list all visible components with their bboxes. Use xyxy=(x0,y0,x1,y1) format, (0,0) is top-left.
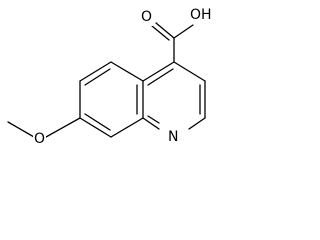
bond-n1-c8a-double xyxy=(147,115,160,124)
carbonyl-oxygen-label-mask xyxy=(140,8,153,26)
hydroxyl-label: OH xyxy=(190,7,212,23)
carboxyl-group xyxy=(151,22,194,63)
methoxy-oxygen-label: O xyxy=(34,131,45,147)
bond-carboxyl-oh xyxy=(173,24,194,39)
hydroxyl-label-mask xyxy=(190,6,214,24)
ring-nitrogen-label-mask xyxy=(167,128,181,146)
bond-carbonyl-outer xyxy=(155,22,175,39)
pyridine-ring xyxy=(142,61,206,130)
bond-c4-c3 xyxy=(173,61,206,82)
benzene-ring xyxy=(79,61,144,138)
methoxy-group xyxy=(7,117,81,138)
ring-nitrogen-label: N xyxy=(168,129,178,145)
bond-c4a-c4 xyxy=(142,61,175,82)
bond-c5-c6 xyxy=(79,61,112,82)
atom-labels: OH O O N xyxy=(33,6,214,148)
bond-c7-methoxy-oxygen xyxy=(45,117,81,138)
methoxy-oxygen-label-mask xyxy=(33,130,46,148)
bond-c4a-c5 xyxy=(110,61,144,82)
bond-carbonyl-inner xyxy=(151,25,170,41)
bond-n1-c8a xyxy=(142,117,160,130)
bond-methoxy-oxygen-methyl xyxy=(7,121,35,138)
bond-c7-c8 xyxy=(79,117,112,138)
bond-c4a-c4-double xyxy=(147,68,174,86)
bond-c7-c8-double xyxy=(84,113,111,131)
carbonyl-oxygen-label: O xyxy=(141,9,152,25)
bond-c8-c8a xyxy=(110,117,144,138)
structure-diagram: OH O O N xyxy=(7,6,214,148)
bond-c5-c6-double xyxy=(84,68,111,86)
bond-c2-n1 xyxy=(188,117,206,130)
